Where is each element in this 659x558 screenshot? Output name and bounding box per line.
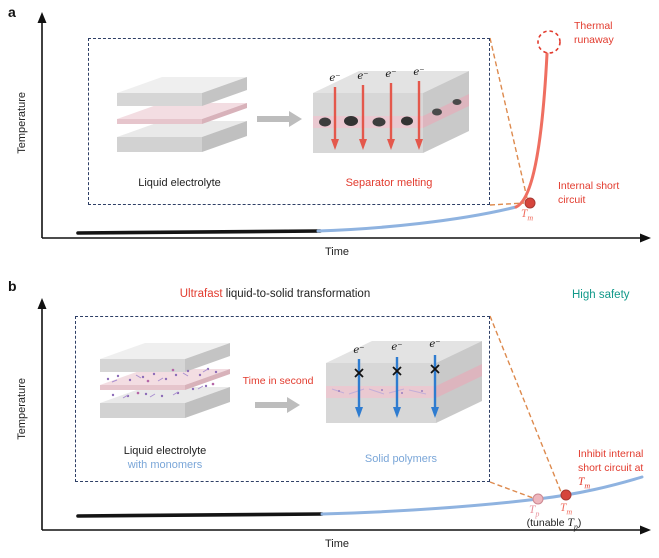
tp-label: Tp	[529, 504, 540, 519]
tm-point-b	[560, 489, 572, 501]
panel-a-x-axis-arrow	[640, 233, 651, 243]
panel-a-y-axis-label: Temperature	[16, 92, 28, 154]
thermal-runaway-label: Thermal runaway	[574, 20, 614, 47]
inhibit-internal-short-label: Inhibit internal short circuit at Tm	[578, 448, 658, 490]
inhibit-tm-symbol: T	[578, 476, 585, 489]
panel-b-plot	[37, 298, 651, 535]
internal-short-line2: circuit	[558, 193, 586, 206]
solid-polymers-caption: Solid polymers	[364, 453, 438, 465]
panel-b-tag: b	[8, 278, 17, 294]
title-rest: liquid-to-solid transformation	[222, 288, 371, 300]
melted-cell-block	[313, 71, 469, 153]
panel-b-curve-safe	[320, 475, 644, 516]
inhibit-line2-prefix: short circuit at	[578, 461, 644, 474]
solid-polymer-illustration: e⁻ e⁻ e⁻	[326, 339, 482, 423]
separator-melting-caption: Separator melting	[345, 177, 433, 189]
panel-b-connector-bottom	[489, 481, 534, 499]
tm-point	[524, 197, 536, 209]
internal-short-line1: Internal short	[558, 180, 620, 192]
tunable-tp-symbol: T	[567, 517, 574, 529]
tm-label-b: Tm	[560, 502, 573, 517]
panel-b-x-axis-arrow	[640, 525, 651, 535]
liquid-electrolyte-monomers-caption-line2: with monomers	[127, 459, 203, 471]
thermal-runaway-circle-icon	[537, 30, 561, 54]
panel-b-y-axis-arrow	[37, 298, 47, 309]
panel-b-curve-normal	[76, 512, 324, 518]
tm-symbol: T	[521, 208, 528, 220]
solid-cell-block	[326, 341, 482, 423]
panel-b-inset-box: Liquid electrolyte with monomers Time in…	[75, 316, 490, 482]
panel-b: b Ultrafast liquid-to-solid transformati…	[0, 272, 659, 558]
inhibit-tm-subscript: m	[584, 481, 591, 491]
panel-a-connector-bottom	[489, 202, 525, 206]
panel-b-y-axis-label: Temperature	[16, 378, 28, 440]
tm-symbol-b: T	[560, 502, 567, 514]
tp-symbol: T	[529, 504, 536, 516]
electron-label: e⁻	[429, 339, 440, 350]
tunable-prefix: (tunable	[526, 517, 568, 529]
panel-a-curve-runaway	[514, 52, 549, 209]
tunable-suffix: )	[577, 517, 582, 529]
tp-point	[532, 493, 544, 505]
tm-subscript: m	[527, 213, 534, 223]
electron-label: e⁻	[391, 342, 402, 353]
right-arrow-icon	[255, 397, 300, 413]
panel-a-curve-normal	[76, 229, 322, 235]
electron-label: e⁻	[353, 345, 364, 356]
monomer-speckles	[106, 367, 218, 399]
internal-short-circuit-label: Internal short circuit	[558, 180, 619, 207]
time-in-second-label: Time in second	[242, 375, 314, 387]
panel-a-x-axis-label: Time	[325, 246, 350, 258]
liquid-electrolyte-caption: Liquid electrolyte	[138, 177, 221, 189]
thermal-runaway-line2: runaway	[574, 33, 614, 46]
panel-b-connector-top	[489, 315, 562, 493]
panel-a-tag: a	[8, 4, 16, 20]
right-arrow-icon	[257, 111, 302, 127]
panel-a-curve-heating	[316, 205, 518, 233]
liquid-electrolyte-monomers-caption-line1: Liquid electrolyte	[123, 445, 207, 457]
stacked-cell-layers	[117, 77, 247, 152]
separator-melting-illustration: e⁻ e⁻ e⁻ e⁻	[313, 67, 469, 153]
inhibit-line1: Inhibit internal	[578, 448, 644, 460]
panel-b-x-axis-label: Time	[325, 538, 350, 550]
electron-flow-arrows	[331, 81, 423, 150]
title-ultrafast: Ultrafast	[179, 288, 223, 300]
blocked-electron-arrows	[354, 355, 440, 418]
electron-label: e⁻	[357, 71, 368, 82]
high-safety-label: High safety	[572, 289, 630, 301]
panel-a-plot	[37, 12, 651, 243]
tunable-tp-subscript: p	[573, 522, 578, 532]
electron-label: e⁻	[329, 73, 340, 84]
panel-a-connector-top	[489, 37, 528, 199]
liquid-electrolyte-monomers-illustration	[100, 343, 230, 418]
tm-label: Tm	[521, 208, 534, 223]
panel-a: a Temperature Time Liquid electrolyte	[0, 0, 659, 272]
panel-a-y-axis-arrow	[37, 12, 47, 23]
tunable-tp-label: (tunable Tp)	[494, 516, 614, 531]
electron-label: e⁻	[385, 69, 396, 80]
panel-a-inset-box: Liquid electrolyte	[88, 38, 490, 205]
tm-subscript-b: m	[566, 507, 573, 517]
panel-b-title: Ultrafast liquid-to-solid transformation	[95, 288, 455, 300]
stacked-cell-layers	[100, 343, 230, 418]
tp-subscript: p	[535, 509, 540, 519]
electron-label: e⁻	[413, 67, 424, 78]
liquid-electrolyte-illustration	[117, 77, 247, 152]
thermal-runaway-line1: Thermal	[574, 20, 613, 32]
